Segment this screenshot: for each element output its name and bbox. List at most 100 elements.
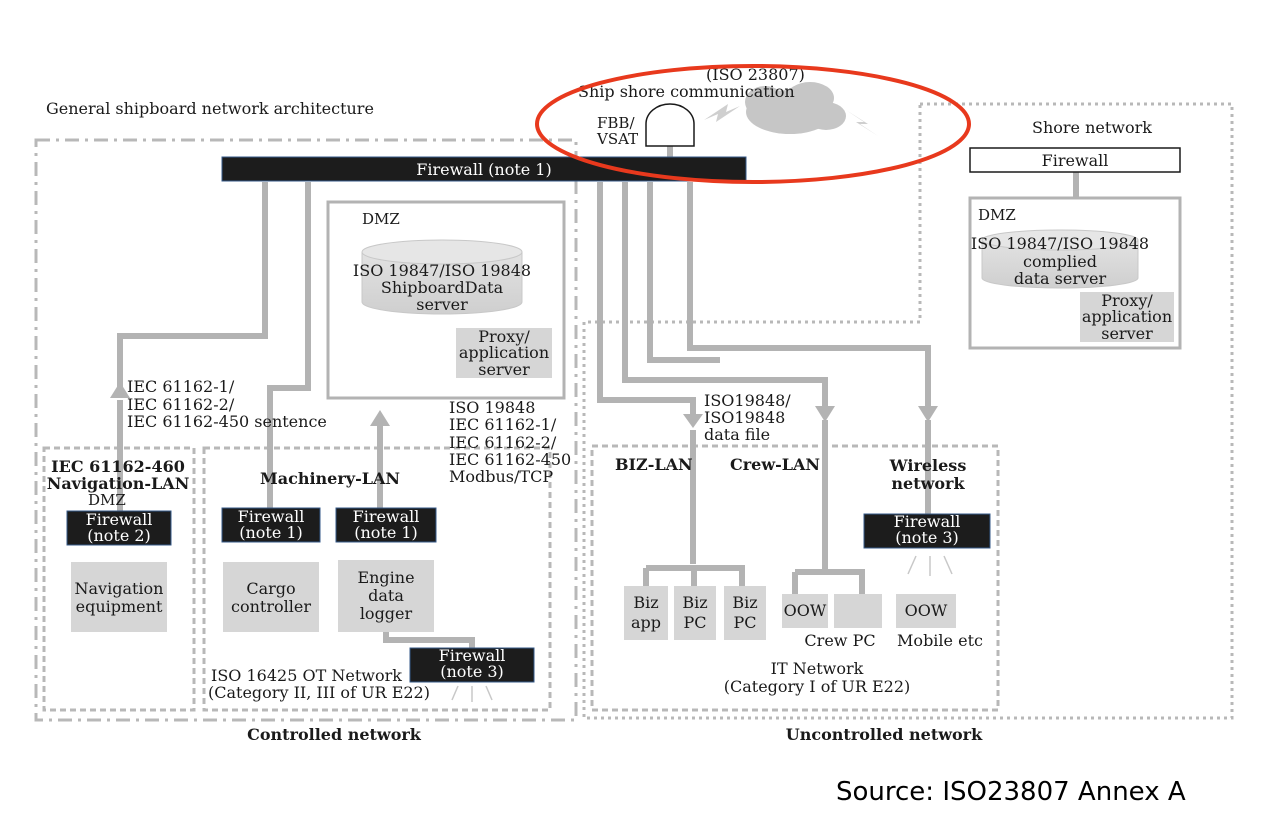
svg-text:ISO 19847/ISO 19848: ISO 19847/ISO 19848 xyxy=(353,261,531,280)
svg-text:ISO19848/: ISO19848/ xyxy=(704,391,791,410)
svg-text:server: server xyxy=(1101,324,1153,343)
svg-text:data: data xyxy=(368,586,404,605)
svg-text:(note 1): (note 1) xyxy=(354,523,418,542)
svg-text:DMZ: DMZ xyxy=(362,210,400,228)
antenna-label-line1: FBB/ xyxy=(597,114,635,132)
machinery-lan-title: Machinery-LAN xyxy=(260,469,400,488)
ot-network-label-line2: (Category II, III of UR E22) xyxy=(208,683,430,702)
shore-data-server: ISO 19847/ISO 19848 complied data server xyxy=(971,229,1149,289)
wireless-signal-icon xyxy=(451,685,493,702)
svg-text:Firewall: Firewall xyxy=(1042,151,1109,170)
ship-shore-label: Ship shore communication xyxy=(578,82,795,101)
svg-text:server: server xyxy=(416,295,468,314)
svg-text:application: application xyxy=(459,343,549,362)
svg-text:ISO19848: ISO19848 xyxy=(704,408,785,427)
wireless-title-line2: network xyxy=(891,474,965,493)
nav-protocol-labels: IEC 61162-1/ IEC 61162-2/ IEC 61162-450 … xyxy=(127,377,327,431)
nav-lan-title-line1: IEC 61162-460 xyxy=(51,457,185,476)
navigation-equipment: Navigation equipment xyxy=(71,562,167,632)
svg-text:IEC 61162-1/: IEC 61162-1/ xyxy=(127,377,235,396)
crew-pc-label: Crew PC xyxy=(804,631,875,650)
machinery-protocol-labels: ISO 19848 IEC 61162-1/ IEC 61162-2/ IEC … xyxy=(449,398,571,486)
machinery-firewall-3: Firewall (note 3) xyxy=(409,646,535,683)
svg-text:Firewall: Firewall xyxy=(238,507,305,526)
crew-oow-pc: OOW xyxy=(782,594,828,628)
connection-lines xyxy=(117,146,1079,648)
controlled-network-boundary xyxy=(34,138,578,722)
svg-text:Proxy/: Proxy/ xyxy=(1101,291,1153,310)
svg-text:data file: data file xyxy=(704,425,770,444)
nav-lan-dmz: DMZ xyxy=(88,491,126,509)
svg-text:Navigation: Navigation xyxy=(75,579,164,598)
svg-text:IEC 61162-450: IEC 61162-450 xyxy=(449,450,571,469)
cloud-icon xyxy=(745,82,846,134)
mobile-label: Mobile etc xyxy=(897,631,983,650)
shore-network-boundary xyxy=(582,102,1234,720)
svg-text:Biz: Biz xyxy=(633,593,658,612)
svg-text:logger: logger xyxy=(360,604,413,623)
antenna-label-line2: VSAT xyxy=(596,130,638,148)
svg-text:controller: controller xyxy=(231,597,311,616)
source-caption: Source: ISO23807 Annex A xyxy=(836,777,1186,807)
svg-text:Biz: Biz xyxy=(682,593,707,612)
svg-text:app: app xyxy=(631,613,661,632)
ship-shore-highlight xyxy=(535,64,971,184)
antenna-icon xyxy=(645,103,695,147)
biz-pc-2: Biz PC xyxy=(724,586,766,640)
svg-text:(note 3): (note 3) xyxy=(440,662,504,681)
engine-data-logger: Engine data logger xyxy=(338,560,434,632)
svg-text:data server: data server xyxy=(1014,269,1107,288)
wireless-link-icon xyxy=(704,104,878,136)
svg-text:ISO 19848: ISO 19848 xyxy=(449,398,535,417)
svg-text:IEC 61162-450 sentence: IEC 61162-450 sentence xyxy=(127,412,327,431)
svg-text:PC: PC xyxy=(733,613,756,632)
dmz-proxy-server: Proxy/ application server xyxy=(456,327,552,379)
biz-lan-title: BIZ-LAN xyxy=(615,455,693,474)
svg-text:ShipboardData: ShipboardData xyxy=(381,278,504,297)
shore-proxy-server: Proxy/ application server xyxy=(1080,291,1174,343)
ship-shore-standard: (ISO 23807) xyxy=(706,65,805,84)
shore-firewall: Firewall xyxy=(969,147,1181,173)
svg-text:Biz: Biz xyxy=(732,593,757,612)
ot-network-label-line1: ISO 16425 OT Network xyxy=(211,666,402,685)
svg-text:Firewall: Firewall xyxy=(86,510,153,529)
shore-network-label: Shore network xyxy=(1032,118,1152,137)
svg-text:OOW: OOW xyxy=(784,601,827,620)
mobile-oow: OOW xyxy=(896,594,956,628)
biz-app: Biz app xyxy=(624,586,668,640)
svg-text:Engine: Engine xyxy=(357,568,414,587)
svg-text:equipment: equipment xyxy=(76,597,163,616)
machinery-firewall-2: Firewall (note 1) xyxy=(335,507,437,543)
crew-lan-title: Crew-LAN xyxy=(730,455,820,474)
svg-text:PC: PC xyxy=(683,613,706,632)
biz-pc-1: Biz PC xyxy=(674,586,716,640)
cargo-controller: Cargo controller xyxy=(223,562,319,632)
svg-text:Modbus/TCP: Modbus/TCP xyxy=(449,467,553,486)
svg-text:(note 3): (note 3) xyxy=(895,528,959,547)
nav-lan-title-line2: Navigation-LAN xyxy=(47,474,190,493)
wireless-signal-icon-2 xyxy=(907,555,953,576)
svg-text:DMZ: DMZ xyxy=(978,206,1016,224)
svg-text:complied: complied xyxy=(1023,252,1097,271)
svg-text:Proxy/: Proxy/ xyxy=(478,327,530,346)
svg-text:Cargo: Cargo xyxy=(246,579,295,598)
shipboard-data-server: ISO 19847/ISO 19848 ShipboardData server xyxy=(353,239,531,315)
svg-text:IEC 61162-2/: IEC 61162-2/ xyxy=(449,433,557,452)
svg-text:Firewall: Firewall xyxy=(439,646,506,665)
diagram-title: General shipboard network architecture xyxy=(46,99,374,118)
svg-text:Firewall (note 1): Firewall (note 1) xyxy=(416,160,551,179)
uncontrolled-network-label: Uncontrolled network xyxy=(786,725,983,744)
arrow-heads xyxy=(110,382,938,428)
svg-text:Firewall: Firewall xyxy=(353,507,420,526)
svg-text:(note 2): (note 2) xyxy=(87,526,151,545)
controlled-network-label: Controlled network xyxy=(247,725,422,744)
svg-text:IEC 61162-2/: IEC 61162-2/ xyxy=(127,395,235,414)
wireless-title-line1: Wireless xyxy=(889,456,967,475)
svg-text:Firewall: Firewall xyxy=(894,512,961,531)
nav-firewall: Firewall (note 2) xyxy=(66,510,172,546)
machinery-firewall-1: Firewall (note 1) xyxy=(221,507,321,543)
uncontrolled-network-boundary xyxy=(590,444,1000,712)
it-network-label-line2: (Category I of UR E22) xyxy=(724,677,911,696)
